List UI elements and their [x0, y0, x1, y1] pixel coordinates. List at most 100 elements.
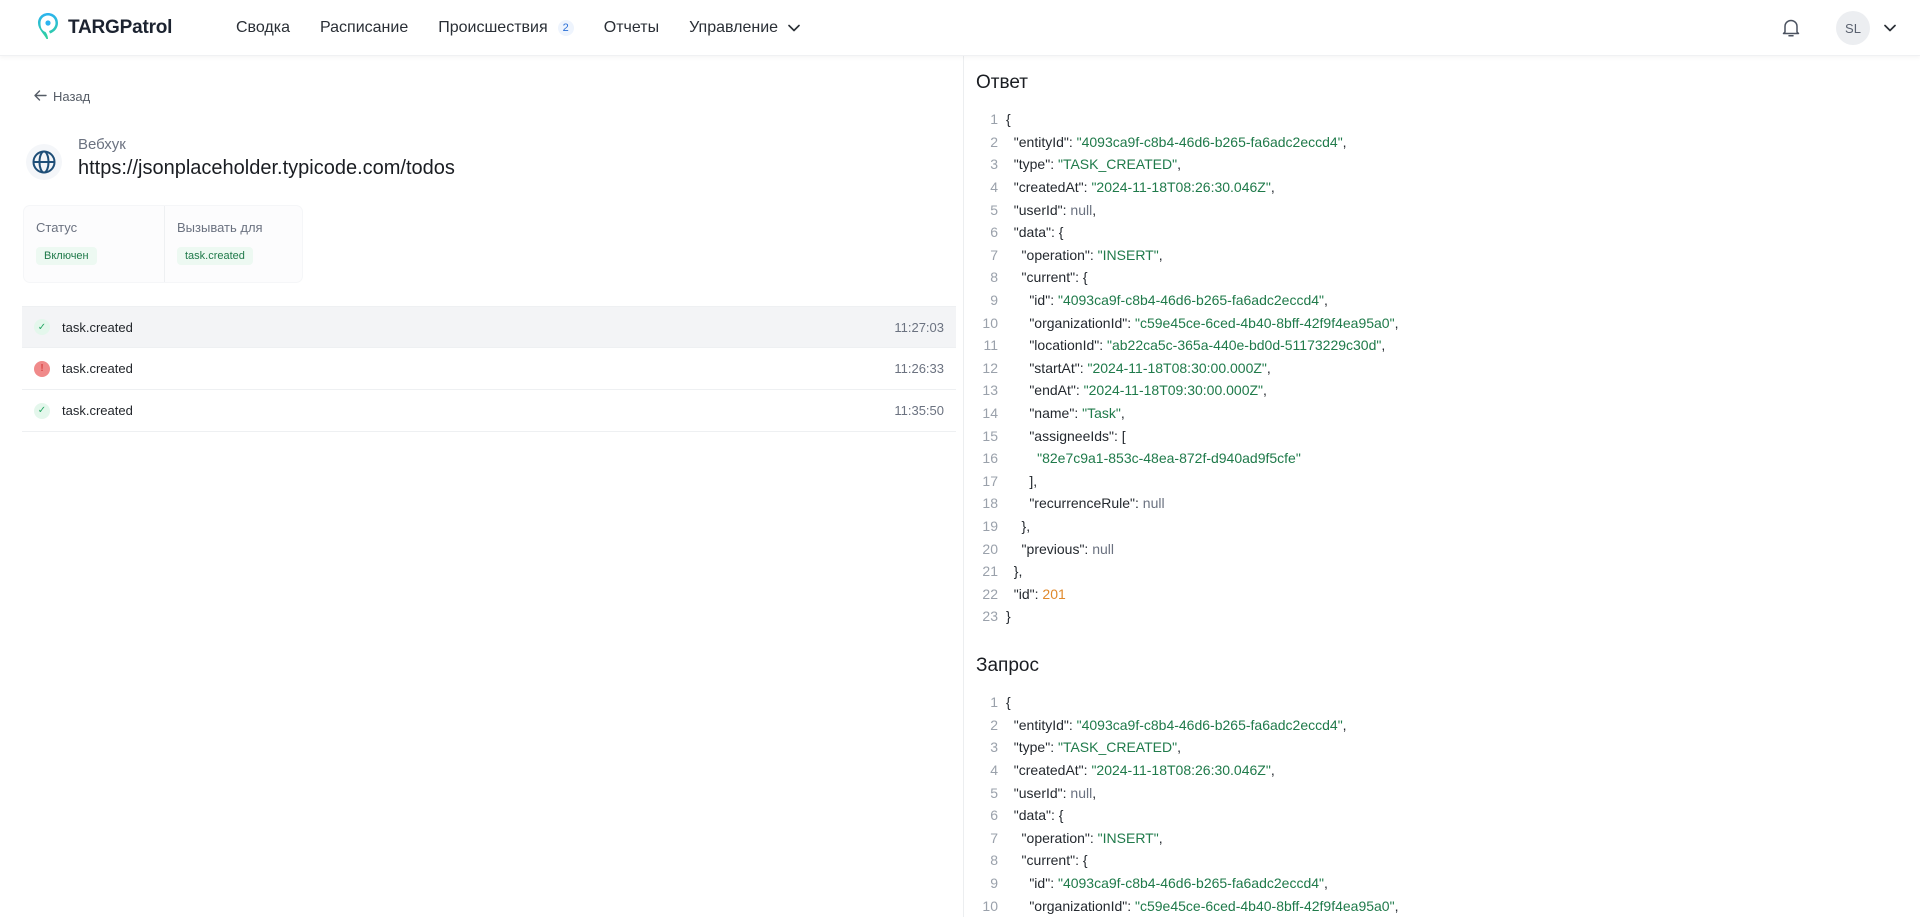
code-text: "recurrenceRule": null	[1006, 495, 1165, 512]
request-title: Запрос	[976, 655, 1039, 676]
code-line: 10 "organizationId": "c59e45ce-6ced-4b40…	[964, 894, 1904, 917]
code-line: 7 "operation": "INSERT",	[964, 827, 1904, 850]
line-number: 1	[990, 694, 998, 711]
event-row[interactable]: ! task.created 11:26:33	[22, 348, 956, 390]
line-number: 4	[990, 179, 998, 196]
back-link[interactable]: Назад	[34, 89, 90, 104]
code-text: "userId": null,	[1006, 201, 1097, 218]
check-icon: ✓	[34, 319, 50, 335]
webhook-type-label: Вебхук	[78, 136, 126, 153]
code-line: 16 "82e7c9a1-853c-48ea-872f-d940ad9f5cfe…	[964, 447, 1904, 470]
nav-item-schedule[interactable]: Расписание	[320, 19, 408, 37]
code-line: 5 "userId": null,	[964, 781, 1904, 804]
line-number: 17	[982, 472, 998, 489]
code-text: {	[1006, 111, 1011, 128]
event-row[interactable]: ✓ task.created 11:27:03	[22, 306, 956, 348]
event-list: ✓ task.created 11:27:03 ! task.created 1…	[22, 306, 956, 432]
line-number: 23	[982, 608, 998, 625]
nav-item-summary[interactable]: Сводка	[236, 19, 290, 37]
code-line: 14 "name": "Task",	[964, 402, 1904, 425]
code-text: "type": "TASK_CREATED",	[1006, 739, 1181, 756]
code-line: 11 "locationId": "ab22ca5c-365a-440e-bd0…	[964, 334, 1904, 357]
code-text: {	[1006, 694, 1011, 711]
code-text: "data": {	[1006, 807, 1064, 824]
code-text: "id": "4093ca9f-c8b4-46d6-b265-fa6adc2ec…	[1006, 875, 1328, 892]
location-pin-logo-icon	[36, 11, 60, 45]
nav-item-management[interactable]: Управление	[689, 19, 800, 37]
code-line: 2 "entityId": "4093ca9f-c8b4-46d6-b265-f…	[964, 714, 1904, 737]
line-number: 18	[982, 495, 998, 512]
code-line: 15 "assigneeIds": [	[964, 424, 1904, 447]
code-text: },	[1006, 563, 1023, 580]
line-number: 12	[982, 359, 998, 376]
brand-name: TARGPatrol	[68, 17, 173, 38]
request-json-viewer[interactable]: 1{2 "entityId": "4093ca9f-c8b4-46d6-b265…	[964, 691, 1904, 917]
code-text: "operation": "INSERT",	[1006, 829, 1163, 846]
main-menu: Сводка Расписание Происшествия 2 Отчеты …	[236, 0, 830, 56]
line-number: 6	[990, 807, 998, 824]
code-text: "previous": null	[1006, 540, 1114, 557]
line-number: 10	[982, 897, 998, 914]
code-text: "82e7c9a1-853c-48ea-872f-d940ad9f5cfe"	[1006, 450, 1301, 467]
code-text: "organizationId": "c59e45ce-6ced-4b40-8b…	[1006, 897, 1399, 914]
code-line: 22 "id": 201	[964, 582, 1904, 605]
line-number: 3	[990, 156, 998, 173]
event-name: task.created	[62, 361, 133, 376]
brand-logo[interactable]: TARGPatrol	[36, 11, 172, 45]
code-text: "entityId": "4093ca9f-c8b4-46d6-b265-fa6…	[1006, 716, 1347, 733]
line-number: 7	[990, 829, 998, 846]
chevron-down-icon[interactable]	[1884, 24, 1896, 32]
code-text: "createdAt": "2024-11-18T08:26:30.046Z",	[1006, 179, 1275, 196]
code-text: "userId": null,	[1006, 784, 1097, 801]
user-avatar[interactable]: SL	[1836, 11, 1870, 45]
event-name: task.created	[62, 319, 133, 335]
code-line: 13 "endAt": "2024-11-18T09:30:00.000Z",	[964, 379, 1904, 402]
error-icon: !	[34, 360, 50, 377]
status-badge: Включен	[36, 247, 97, 265]
response-title: Ответ	[976, 72, 1028, 93]
code-line: 8 "current": {	[964, 266, 1904, 289]
line-number: 8	[990, 269, 998, 286]
code-text: "locationId": "ab22ca5c-365a-440e-bd0d-5…	[1006, 337, 1386, 354]
event-row[interactable]: ✓ task.created 11:35:50	[22, 390, 956, 432]
nav-item-label: Происшествия	[438, 19, 548, 36]
code-text: "name": "Task",	[1006, 405, 1125, 422]
line-number: 5	[990, 201, 998, 218]
nav-item-incidents[interactable]: Происшествия 2	[438, 19, 574, 37]
bell-icon[interactable]	[1782, 18, 1800, 38]
code-text: "endAt": "2024-11-18T09:30:00.000Z",	[1006, 382, 1267, 399]
webhook-url: https://jsonplaceholder.typicode.com/tod…	[78, 157, 455, 179]
nav-item-reports[interactable]: Отчеты	[604, 19, 659, 37]
incidents-count-badge: 2	[557, 20, 574, 36]
line-number: 6	[990, 224, 998, 241]
code-text: "operation": "INSERT",	[1006, 246, 1163, 263]
user-area: SL	[1782, 0, 1896, 56]
line-number: 13	[982, 382, 998, 399]
code-text: "id": "4093ca9f-c8b4-46d6-b265-fa6adc2ec…	[1006, 292, 1328, 309]
event-time: 11:35:50	[894, 403, 944, 418]
code-text: "current": {	[1006, 852, 1088, 869]
code-line: 10 "organizationId": "c59e45ce-6ced-4b40…	[964, 311, 1904, 334]
code-line: 12 "startAt": "2024-11-18T08:30:00.000Z"…	[964, 357, 1904, 380]
code-line: 3 "type": "TASK_CREATED",	[964, 736, 1904, 759]
payload-panel: Ответ 1{2 "entityId": "4093ca9f-c8b4-46d…	[963, 56, 1920, 917]
code-text: "current": {	[1006, 269, 1088, 286]
webhook-details-panel: Назад Вебхук https://jsonplaceholder.typ…	[0, 56, 963, 917]
code-line: 23}	[964, 605, 1904, 628]
line-number: 9	[990, 875, 998, 892]
line-number: 2	[990, 133, 998, 150]
code-line: 3 "type": "TASK_CREATED",	[964, 153, 1904, 176]
code-line: 4 "createdAt": "2024-11-18T08:26:30.046Z…	[964, 759, 1904, 782]
code-text: "createdAt": "2024-11-18T08:26:30.046Z",	[1006, 762, 1275, 779]
event-time: 11:26:33	[894, 361, 944, 376]
trigger-label: Вызывать для	[177, 220, 263, 235]
code-text: },	[1006, 517, 1031, 534]
webhook-header: Вебхук https://jsonplaceholder.typicode.…	[26, 136, 455, 180]
line-number: 16	[982, 450, 998, 467]
response-json-viewer[interactable]: 1{2 "entityId": "4093ca9f-c8b4-46d6-b265…	[964, 108, 1904, 628]
code-text: "data": {	[1006, 224, 1064, 241]
code-text: "organizationId": "c59e45ce-6ced-4b40-8b…	[1006, 314, 1399, 331]
code-text: "assigneeIds": [	[1006, 427, 1126, 444]
code-line: 1{	[964, 691, 1904, 714]
code-line: 2 "entityId": "4093ca9f-c8b4-46d6-b265-f…	[964, 131, 1904, 154]
